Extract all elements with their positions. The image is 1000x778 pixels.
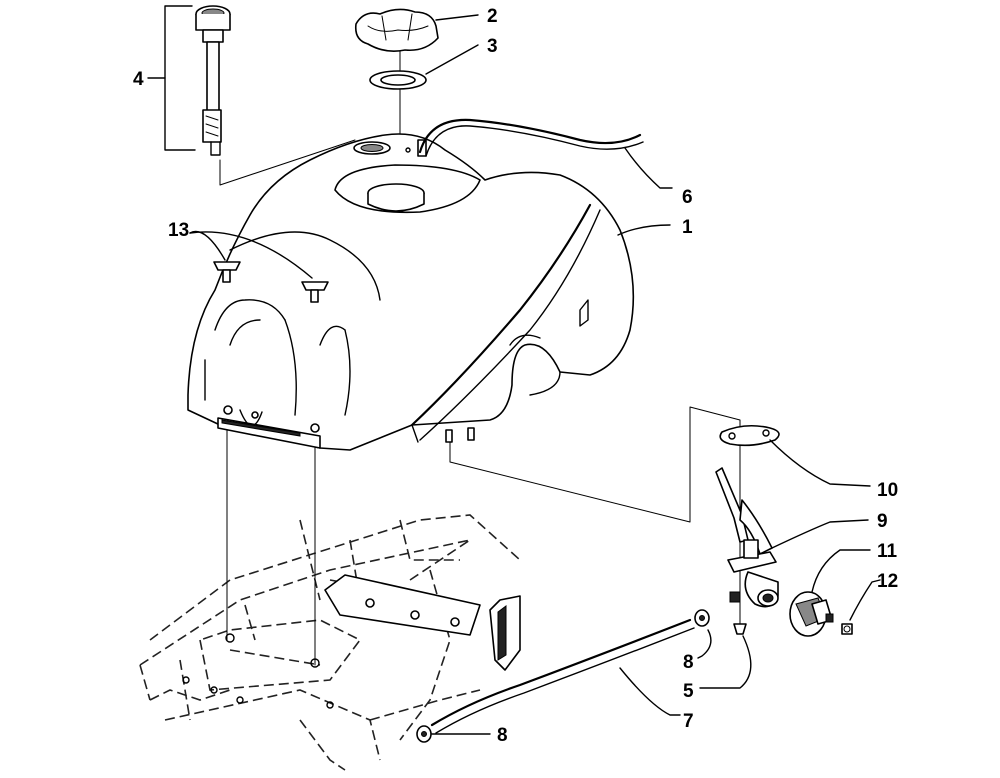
push-rivets	[189, 230, 329, 303]
callout-2: 2	[487, 6, 498, 27]
callout-1: 1	[682, 217, 693, 238]
valve-screw	[841, 579, 881, 635]
callout-3: 3	[487, 36, 498, 57]
valve-gasket	[719, 424, 871, 487]
vehicle-frame	[139, 514, 521, 771]
callout-10: 10	[877, 480, 898, 501]
callout-4: 4	[133, 69, 144, 90]
callout-8-lower: 8	[497, 725, 508, 746]
fuel-valve	[715, 467, 869, 608]
fuel-tank	[187, 133, 671, 451]
fuel-line	[430, 618, 695, 734]
vent-hose	[418, 118, 673, 189]
cap-gasket	[369, 44, 479, 90]
callout-13: 13	[168, 220, 189, 241]
hose-clamps	[416, 609, 712, 743]
callout-6: 6	[682, 187, 693, 208]
callout-5: 5	[683, 681, 694, 702]
valve-knob	[789, 549, 871, 637]
fuel-sender-unit	[147, 5, 231, 156]
callout-11: 11	[877, 541, 898, 562]
callouts: 1 2 3 4 5 6 7 8 8 9 10 11 12 13	[133, 6, 898, 746]
callout-12: 12	[877, 571, 898, 592]
fuel-filter	[699, 623, 752, 689]
callout-9: 9	[877, 511, 888, 532]
callout-7: 7	[683, 711, 694, 732]
callout-8-upper: 8	[683, 652, 694, 673]
fuel-cap	[354, 8, 479, 52]
